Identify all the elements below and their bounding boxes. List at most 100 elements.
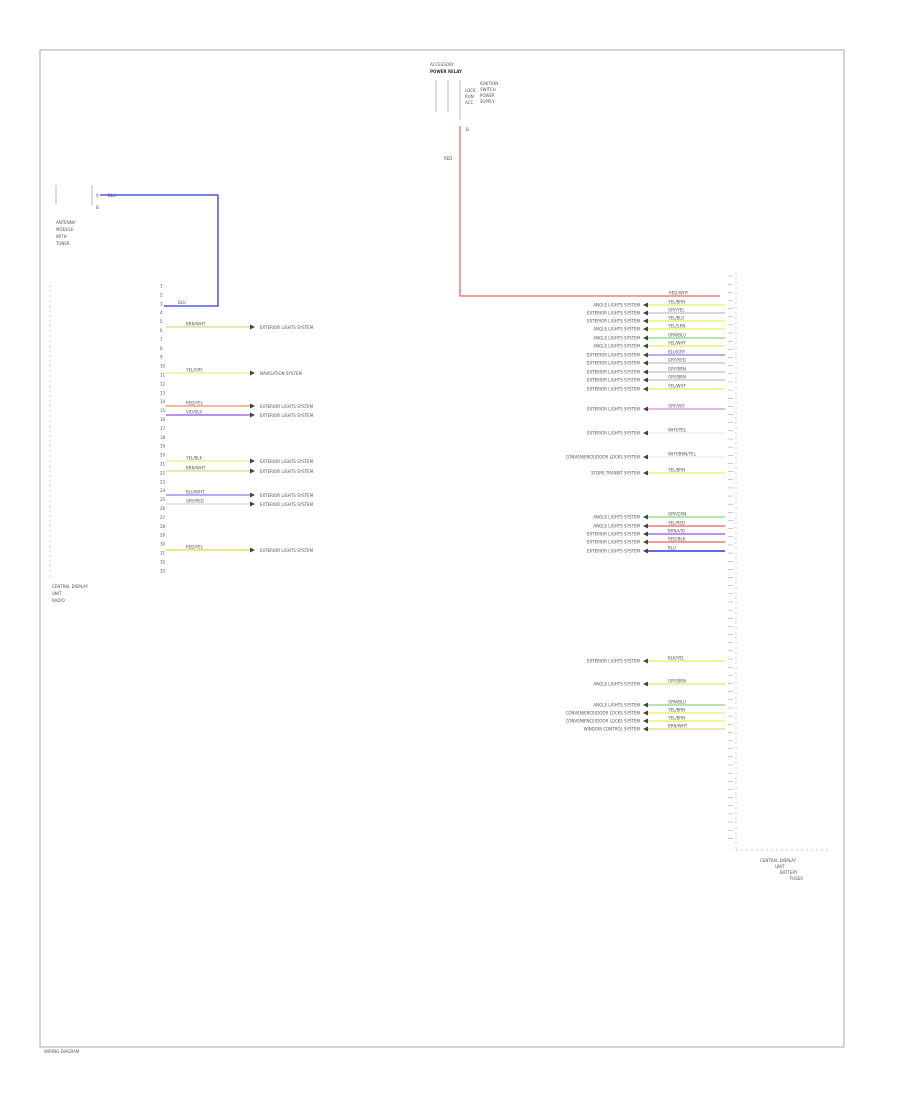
left-pin-number: 3 bbox=[160, 301, 163, 306]
left-wire-label: GRY/RED bbox=[186, 499, 204, 504]
right-wire-destination: EXTERIOR LIGHTS SYSTEM bbox=[587, 659, 641, 664]
left-wire-label: BLU/WHT bbox=[186, 490, 205, 495]
right-wire-destination: ANGLE LIGHTS SYSTEM bbox=[593, 327, 640, 332]
left-pin-column: 1234567891011121314151617181920212223242… bbox=[160, 284, 166, 574]
diagram-frame bbox=[39, 49, 845, 1048]
left-wire-destination: EXTERIOR LIGHTS SYSTEM bbox=[260, 469, 314, 474]
right-wire-label: GRN/BLU bbox=[668, 700, 686, 705]
right-wire-label: WHT/BRN/YEL bbox=[668, 452, 697, 457]
right-wire-destination: EXTERIOR LIGHTS SYSTEM bbox=[587, 361, 641, 366]
wire-connector-arrow bbox=[643, 343, 648, 349]
right-wire-label: YEL/BRN bbox=[667, 468, 685, 473]
wire-connector-arrow bbox=[643, 514, 648, 520]
right-wire-destination: ANGLE LIGHTS SYSTEM bbox=[593, 703, 640, 708]
right-wire-destination: STORE TRANSIT SYSTEM bbox=[591, 471, 640, 476]
right-conn-name-3: FUSES bbox=[790, 876, 803, 881]
right-wire-label: YEL/BRN bbox=[667, 300, 685, 305]
antenna-pin-b: B bbox=[96, 205, 99, 210]
left-pin-number: 33 bbox=[160, 568, 166, 573]
right-wire-destination: EXTERIOR LIGHTS SYSTEM bbox=[587, 370, 641, 375]
right-connector: CENTRAL DISPLAY UNIT BATTERY FUSES bbox=[735, 272, 830, 881]
right-wire-label: YEL/BRN bbox=[667, 708, 685, 713]
right-wire-destination: CONVENIENCE/DOOR LOCKS SYSTEM bbox=[566, 711, 641, 716]
left-pin-number: 22 bbox=[160, 470, 166, 475]
right-wire-destination: WINDOW CONTROL SYSTEM bbox=[584, 727, 641, 732]
top-pin-label-2: ACC bbox=[465, 100, 473, 105]
wire-connector-arrow bbox=[643, 360, 648, 366]
right-wire-label: GRY/BRN bbox=[668, 679, 686, 684]
right-wire-destination: ANGLE LIGHTS SYSTEM bbox=[593, 524, 640, 529]
antenna-name-1: MODULE bbox=[56, 227, 74, 232]
right-wire-label: RED/WHT bbox=[669, 291, 689, 296]
left-pin-number: 21 bbox=[160, 462, 166, 467]
right-wire-destination: EXTERIOR LIGHTS SYSTEM bbox=[587, 319, 641, 324]
right-wire-destination: EXTERIOR LIGHTS SYSTEM bbox=[587, 549, 641, 554]
right-wire-label: WHT/YEL bbox=[668, 428, 687, 433]
right-wire-destination: EXTERIOR LIGHTS SYSTEM bbox=[587, 431, 641, 436]
top-side-label-1: SWITCH bbox=[480, 87, 496, 92]
right-wire-label: GRY/YEL bbox=[668, 308, 685, 313]
wire-connector-arrow bbox=[643, 548, 648, 554]
right-wire-label: YEL/WHT bbox=[667, 341, 687, 346]
antenna-name-3: TUNER bbox=[55, 241, 70, 246]
left-pin-number: 25 bbox=[160, 497, 166, 502]
left-pin-number: 16 bbox=[160, 417, 166, 422]
right-wire-label: BRN/WHT bbox=[668, 724, 688, 729]
top-module-title: ACCESSORY bbox=[430, 62, 455, 67]
left-wire-label: YEL/GRY bbox=[185, 368, 203, 373]
left-wire-destination: EXTERIOR LIGHTS SYSTEM bbox=[260, 459, 314, 464]
left-wire-label: RED/YEL bbox=[186, 545, 204, 550]
right-wire-label: YEL/GRN bbox=[667, 324, 685, 329]
right-pin-column bbox=[728, 275, 733, 839]
right-conn-name-1: UNIT bbox=[775, 864, 785, 869]
wire-connector-arrow bbox=[643, 377, 648, 383]
right-wire-label: YEL/BLU bbox=[667, 316, 684, 321]
wire-connector-arrow bbox=[643, 658, 648, 664]
top-pin-label-1: RUN bbox=[465, 94, 474, 99]
right-wire-destination: CONVENIENCE/DOOR LOCKS SYSTEM bbox=[566, 455, 641, 460]
left-pin-number: 31 bbox=[160, 551, 166, 556]
left-pin-number: 26 bbox=[160, 506, 166, 511]
left-pin-number: 14 bbox=[160, 399, 166, 404]
wire-connector-arrow bbox=[643, 539, 648, 545]
wire-connector-arrow bbox=[643, 302, 648, 308]
top-side-label-3: SUPPLY bbox=[480, 99, 495, 104]
right-wire-label: GRY/BRN bbox=[668, 367, 686, 372]
left-wire-destination: EXTERIOR LIGHTS SYSTEM bbox=[260, 493, 314, 498]
left-wire-destination: EXTERIOR LIGHTS SYSTEM bbox=[260, 404, 314, 409]
top-module-subtitle: POWER RELAY bbox=[430, 69, 462, 74]
left-conn-name-2: RADIO bbox=[52, 598, 65, 603]
wire-connector-arrow bbox=[643, 386, 648, 392]
wire-connector-arrow bbox=[643, 710, 648, 716]
top-side-label-2: POWER bbox=[480, 93, 495, 98]
top-module: ACCESSORY POWER RELAY LOCK RUN ACC IGNIT… bbox=[430, 62, 720, 297]
right-wire-label: YEL/RED bbox=[667, 521, 685, 526]
left-conn-name-0: CENTRAL DISPLAY bbox=[52, 584, 89, 589]
right-wire-label: RED/BLK bbox=[668, 537, 686, 542]
wire-connector-arrow bbox=[643, 470, 648, 476]
left-wire-destination: EXTERIOR LIGHTS SYSTEM bbox=[260, 325, 314, 330]
wire-connector-arrow bbox=[250, 547, 255, 553]
left-pin-number: 30 bbox=[160, 542, 166, 547]
right-wire-destination: ANGLE LIGHTS SYSTEM bbox=[593, 682, 640, 687]
wire-connector-arrow bbox=[250, 324, 255, 330]
right-wire-destination: ANGLE LIGHTS SYSTEM bbox=[593, 515, 640, 520]
antenna-module: A B BLU ANTENNA MODULE WITH TUNER bbox=[55, 185, 219, 307]
wire-connector-arrow bbox=[643, 318, 648, 324]
blue-antenna-wire bbox=[100, 194, 219, 307]
left-wire-label: BRN/WHT bbox=[186, 322, 206, 327]
wire-connector-arrow bbox=[643, 681, 648, 687]
left-pin-number: 29 bbox=[160, 533, 166, 538]
right-conn-name-0: CENTRAL DISPLAY bbox=[760, 858, 797, 863]
left-pin-number: 13 bbox=[160, 390, 166, 395]
left-pin-number: 2 bbox=[160, 292, 163, 297]
wire-connector-arrow bbox=[643, 523, 648, 529]
right-wire-destination: EXTERIOR LIGHTS SYSTEM bbox=[587, 378, 641, 383]
left-pin-number: 28 bbox=[160, 524, 166, 529]
wire-connector-arrow bbox=[643, 406, 648, 412]
wire-connector-arrow bbox=[250, 492, 255, 498]
top-pin-out: B bbox=[466, 127, 469, 132]
left-pin-number: 18 bbox=[160, 435, 166, 440]
left-pin-number: 11 bbox=[160, 373, 166, 378]
